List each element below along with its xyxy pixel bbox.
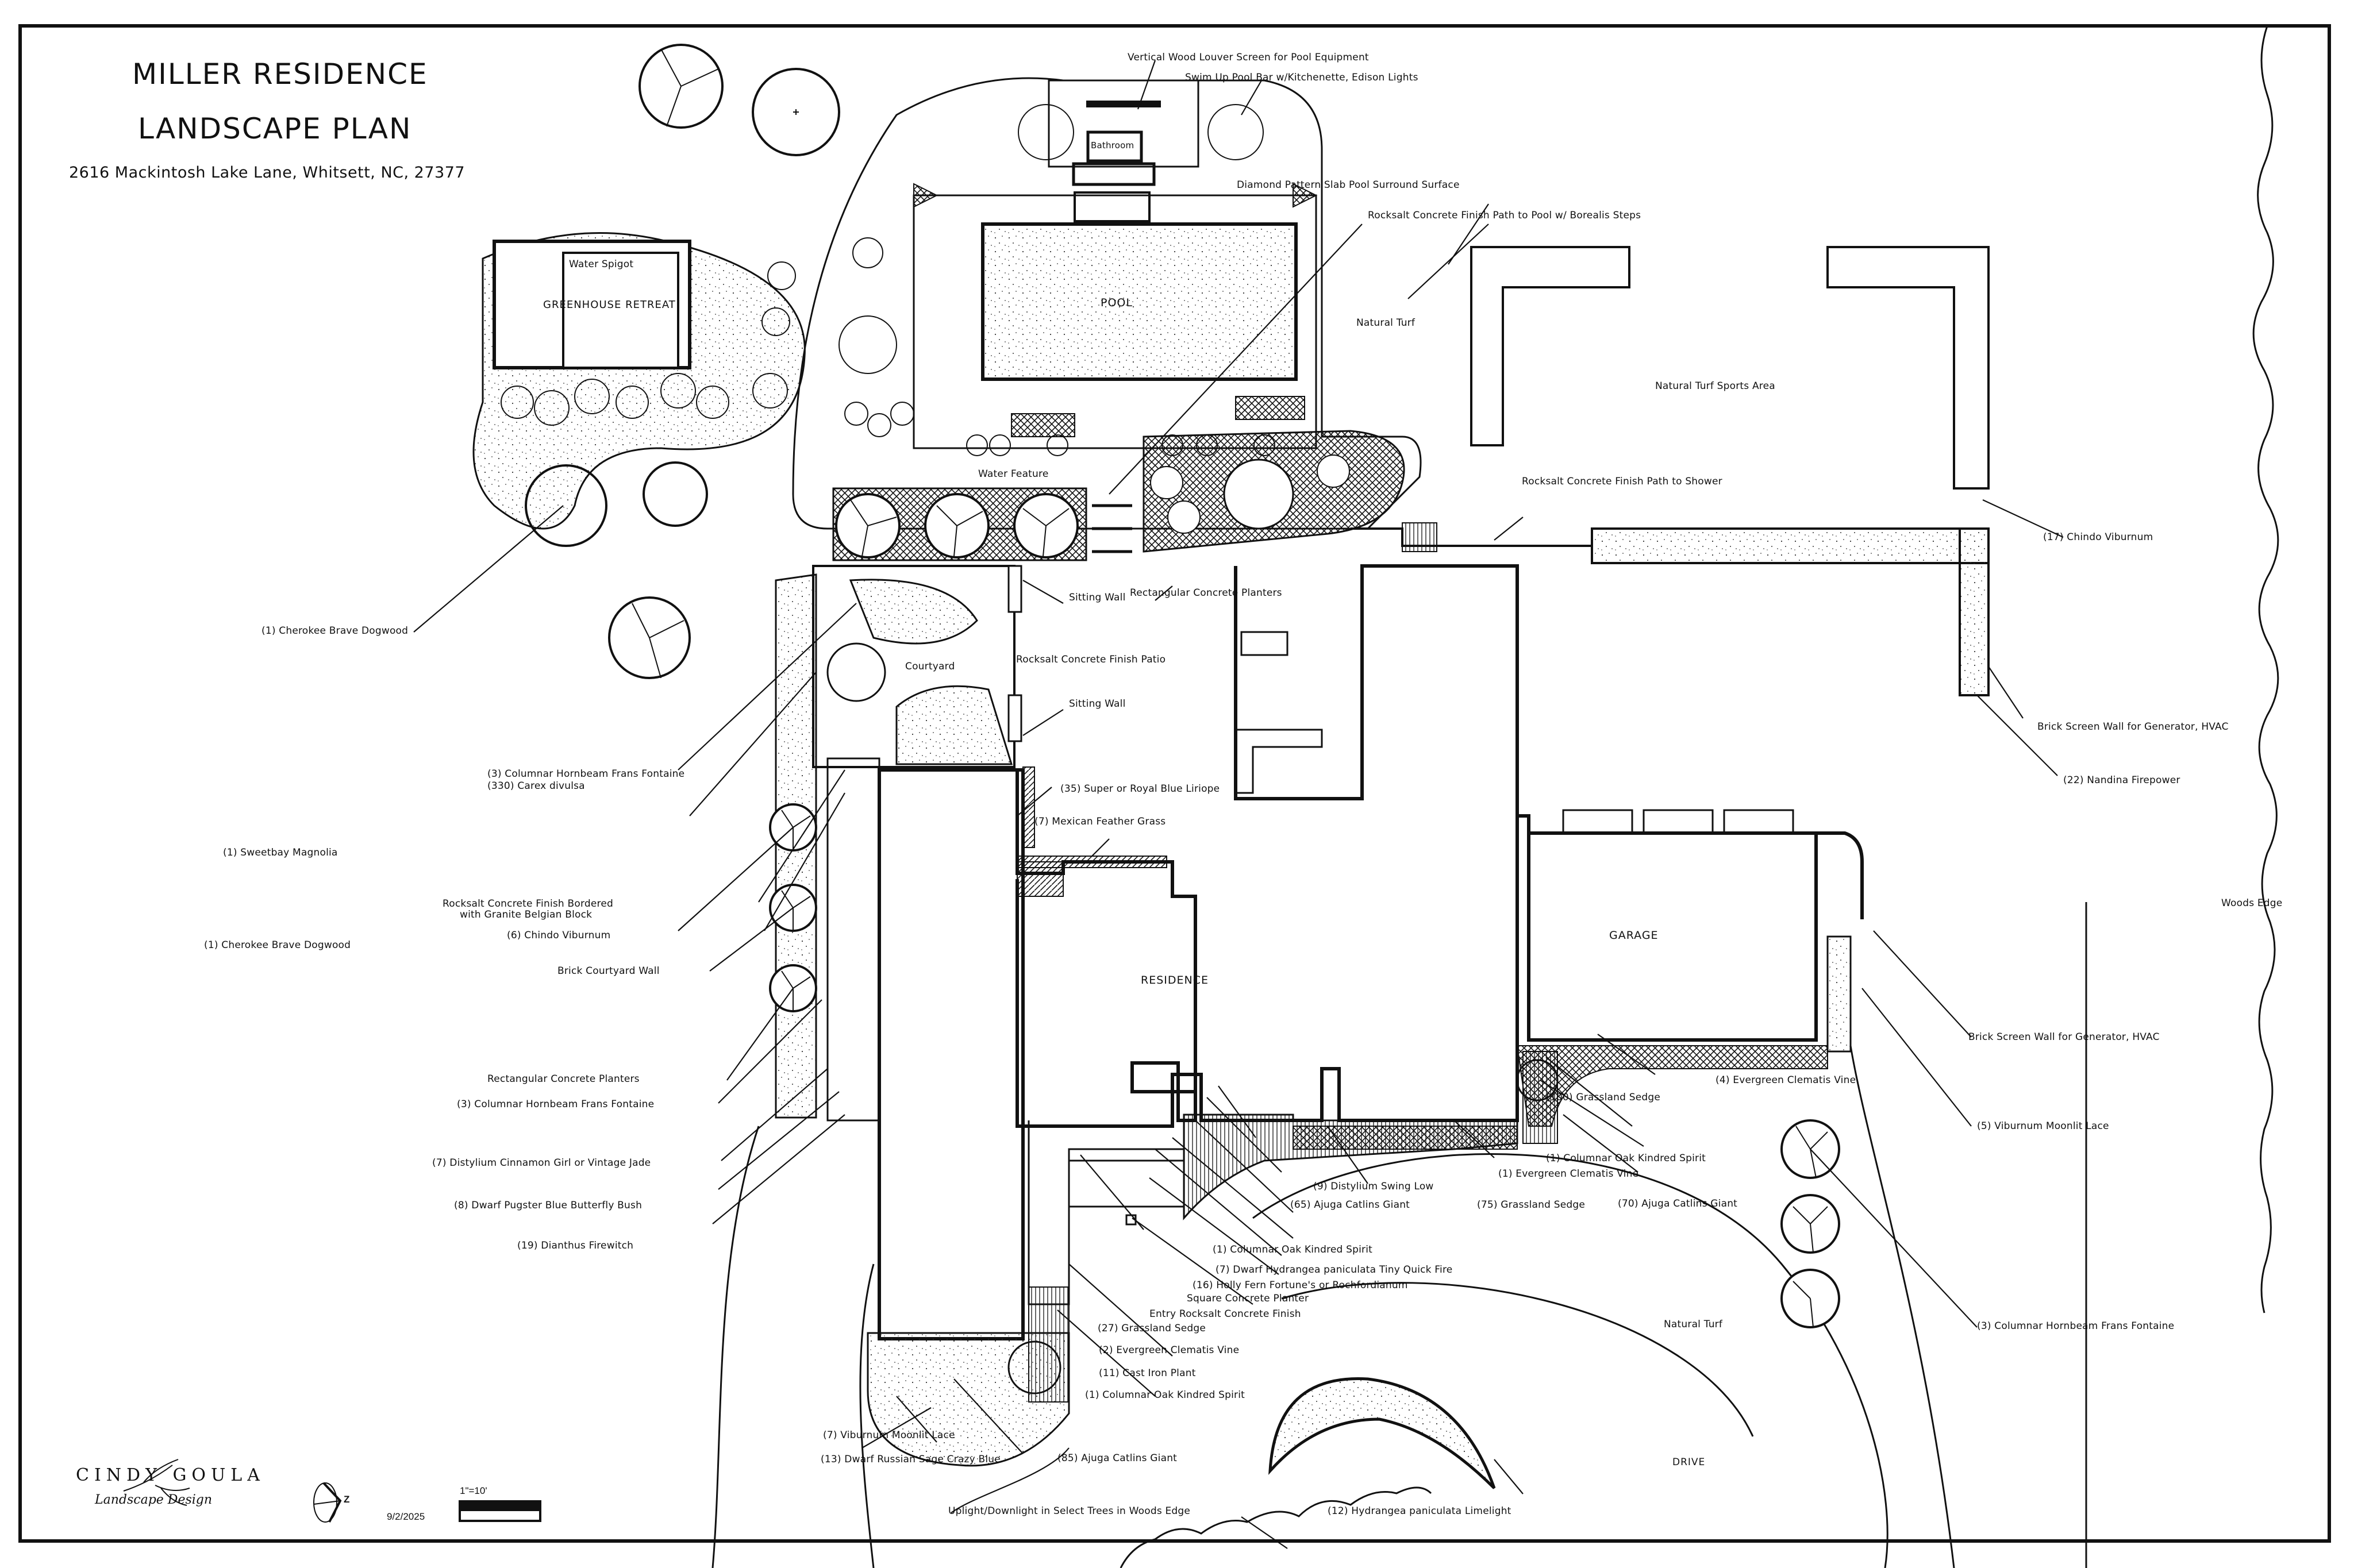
garage-doors xyxy=(1562,809,1794,834)
chindo-viburnum-hedges xyxy=(1470,246,1990,490)
callout-distylium-9: (9) Distylium Swing Low xyxy=(1313,1181,1434,1192)
callout-oak-1b: (1) Columnar Oak Kindred Spirit xyxy=(1213,1244,1373,1255)
courtyard-label: Courtyard xyxy=(905,661,955,672)
callout-holly-fern: (16) Holly Fern Fortune's or Rochfordian… xyxy=(1193,1280,1408,1291)
garage-side-bed xyxy=(1826,935,1852,1053)
callout-oak-1a: (1) Columnar Oak Kindred Spirit xyxy=(1546,1153,1706,1164)
callout-viburnum-5: (5) Viburnum Moonlit Lace xyxy=(1977,1120,2109,1132)
callout-butterfly-bush: (8) Dwarf Pugster Blue Butterfly Bush xyxy=(454,1200,643,1211)
callout-sedge-100: (100) Grassland Sedge xyxy=(1546,1092,1661,1103)
callout-carex: (330) Carex divulsa xyxy=(487,780,585,792)
residence-label: RESIDENCE xyxy=(1141,974,1209,987)
callout-sitting-wall-2: Sitting Wall xyxy=(1069,698,1126,710)
callout-distylium-7: (7) Distylium Cinnamon Girl or Vintage J… xyxy=(432,1157,651,1169)
callout-uplight: Uplight/Downlight in Select Trees in Woo… xyxy=(948,1505,1191,1517)
north-arrow-icon xyxy=(313,1482,342,1523)
callout-magnolia: (1) Sweetbay Magnolia xyxy=(223,847,338,858)
callout-sedge-75: (75) Grassland Sedge xyxy=(1477,1199,1585,1211)
scale-bar xyxy=(459,1500,541,1522)
callout-dogwood-2: (1) Cherokee Brave Dogwood xyxy=(204,939,351,951)
callout-entry: Entry Rocksalt Concrete Finish xyxy=(1149,1308,1301,1320)
callout-sitting-wall-1: Sitting Wall xyxy=(1069,592,1126,603)
callout-dianthus: (19) Dianthus Firewitch xyxy=(517,1240,634,1251)
courtyard xyxy=(812,565,1022,768)
callout-nandina: (22) Nandina Firepower xyxy=(2063,775,2180,786)
designer-name: CINDY GOULA xyxy=(76,1465,265,1485)
patio-planters xyxy=(1234,631,1323,794)
natural-turf-label-2: Natural Turf xyxy=(1664,1319,1723,1330)
callout-hydrangea-12: (12) Hydrangea paniculata Limelight xyxy=(1328,1505,1511,1517)
callout-chindo-6: (6) Chindo Viburnum xyxy=(507,930,611,941)
pool-label: POOL xyxy=(1101,296,1133,309)
callout-russian-sage: (13) Dwarf Russian Sage Crazy Blue xyxy=(821,1454,1001,1465)
leaf-logo-icon xyxy=(123,1459,190,1506)
garage-label: GARAGE xyxy=(1609,929,1659,942)
callout-hydrangea-7: (7) Dwarf Hydrangea paniculata Tiny Quic… xyxy=(1216,1264,1453,1276)
woods-edge-line xyxy=(1120,25,2279,1568)
bathroom-label: Bathroom xyxy=(1091,140,1134,151)
sports-area-label: Natural Turf Sports Area xyxy=(1655,380,1775,392)
left-bed xyxy=(769,573,880,1122)
callout-louver-screen: Vertical Wood Louver Screen for Pool Equ… xyxy=(1128,52,1369,63)
callout-cast-iron: (11) Cast Iron Plant xyxy=(1099,1367,1196,1379)
greenhouse-bed xyxy=(472,232,806,530)
plan-subtitle: LANDSCAPE PLAN xyxy=(138,112,412,145)
north-arrow-label: Z xyxy=(344,1494,350,1505)
callout-ajuga-85: (85) Ajuga Catlins Giant xyxy=(1057,1453,1178,1464)
plan-date: 9/2/2025 xyxy=(387,1511,425,1522)
trees-top-left xyxy=(638,44,840,156)
plan-title: MILLER RESIDENCE xyxy=(132,57,428,91)
water-feature-bed xyxy=(832,487,1132,561)
designer-tagline: Landscape Design xyxy=(95,1493,213,1507)
callout-clematis-1: (1) Evergreen Clematis Vine xyxy=(1498,1168,1639,1180)
scale-label: 1"=10' xyxy=(460,1485,487,1496)
callout-feather-grass: (7) Mexican Feather Grass xyxy=(1034,816,1166,827)
natural-turf-label-1: Natural Turf xyxy=(1356,317,1416,329)
callout-sedge-27: (27) Grassland Sedge xyxy=(1098,1323,1206,1334)
drive-label: DRIVE xyxy=(1672,1457,1706,1468)
greenhouse-label: GREENHOUSE RETREAT xyxy=(543,299,676,311)
hydrangea-crescent xyxy=(1268,1377,1496,1489)
south-entry-bed xyxy=(1028,1045,1828,1305)
driveway-outline xyxy=(711,902,2087,1568)
callout-path-to-pool: Rocksalt Concrete Finish Path to Pool w/… xyxy=(1368,210,1641,221)
callout-chindo-17: (17) Chindo Viburnum xyxy=(2043,531,2153,543)
specimen-trees-left xyxy=(525,461,708,679)
woods-edge-label: Woods Edge xyxy=(2221,897,2283,909)
callout-pool-bar: Swim Up Pool Bar w/Kitchenette, Edison L… xyxy=(1185,72,1418,83)
callout-oak-1c: (1) Columnar Oak Kindred Spirit xyxy=(1085,1389,1245,1401)
plan-address: 2616 Mackintosh Lake Lane, Whitsett, NC,… xyxy=(69,164,466,182)
north-hedge xyxy=(1351,522,1990,696)
callout-brick-screen-2: Brick Screen Wall for Generator, HVAC xyxy=(1968,1031,2160,1043)
leader-lines xyxy=(413,60,2064,1549)
callout-rocksalt-bordered-1: Rocksalt Concrete Finish Bordered xyxy=(443,898,613,910)
callout-path-to-shower: Rocksalt Concrete Finish Path to Shower xyxy=(1522,476,1722,487)
callout-rocksalt-bordered-2: with Granite Belgian Block xyxy=(460,909,593,920)
callout-rect-planters-left: Rectangular Concrete Planters xyxy=(487,1073,640,1085)
callout-hornbeam-3a: (3) Columnar Hornbeam Frans Fontaine xyxy=(487,768,685,780)
callout-water-feature: Water Feature xyxy=(978,468,1049,480)
callout-liriope: (35) Super or Royal Blue Liriope xyxy=(1060,783,1220,795)
pool-side-bed xyxy=(1143,430,1405,553)
southwest-round-bed xyxy=(867,1286,1070,1467)
callout-hornbeam-3b: (3) Columnar Hornbeam Frans Fontaine xyxy=(457,1099,655,1110)
callout-diamond-slab: Diamond Pattern Slab Pool Surround Surfa… xyxy=(1237,179,1460,191)
callout-square-planter: Square Concrete Planter xyxy=(1187,1293,1309,1304)
callout-patio: Rocksalt Concrete Finish Patio xyxy=(1016,654,1166,665)
callout-clematis-2: (2) Evergreen Clematis Vine xyxy=(1099,1344,1240,1356)
callout-brick-courtyard: Brick Courtyard Wall xyxy=(557,965,660,977)
residence-building xyxy=(878,564,1864,1340)
callout-rect-planters-top: Rectangular Concrete Planters xyxy=(1130,587,1282,599)
callout-clematis-4: (4) Evergreen Clematis Vine xyxy=(1716,1074,1856,1086)
pool-area xyxy=(792,77,1422,530)
callout-ajuga-70: (70) Ajuga Catlins Giant xyxy=(1618,1198,1738,1209)
callout-brick-screen-1: Brick Screen Wall for Generator, HVAC xyxy=(2037,721,2229,733)
sheet-border xyxy=(18,24,2331,1543)
water-spigot-label: Water Spigot xyxy=(569,259,634,270)
callout-hornbeam-3c: (3) Columnar Hornbeam Frans Fontaine xyxy=(1977,1320,2175,1332)
callout-dogwood-1: (1) Cherokee Brave Dogwood xyxy=(261,625,409,637)
callout-ajuga-65: (65) Ajuga Catlins Giant xyxy=(1290,1199,1410,1211)
callout-viburnum-7: (7) Viburnum Moonlit Lace xyxy=(823,1430,955,1441)
